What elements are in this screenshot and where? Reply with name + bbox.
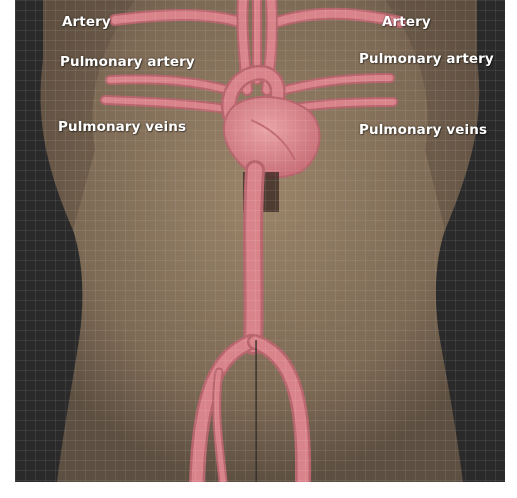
circulatory-illustration [15,0,505,482]
grid-overlay [15,0,505,482]
label-pulmonary-artery-right: Pulmonary artery [359,51,494,67]
label-pulmonary-veins-left: Pulmonary veins [58,119,186,135]
label-pulmonary-veins-right: Pulmonary veins [359,122,487,138]
label-pulmonary-artery-left: Pulmonary artery [60,54,195,70]
label-artery-right: Artery [382,14,431,30]
label-artery-left: Artery [62,14,111,30]
anatomy-image: Artery Artery Pulmonary artery Pulmonary… [15,0,505,482]
